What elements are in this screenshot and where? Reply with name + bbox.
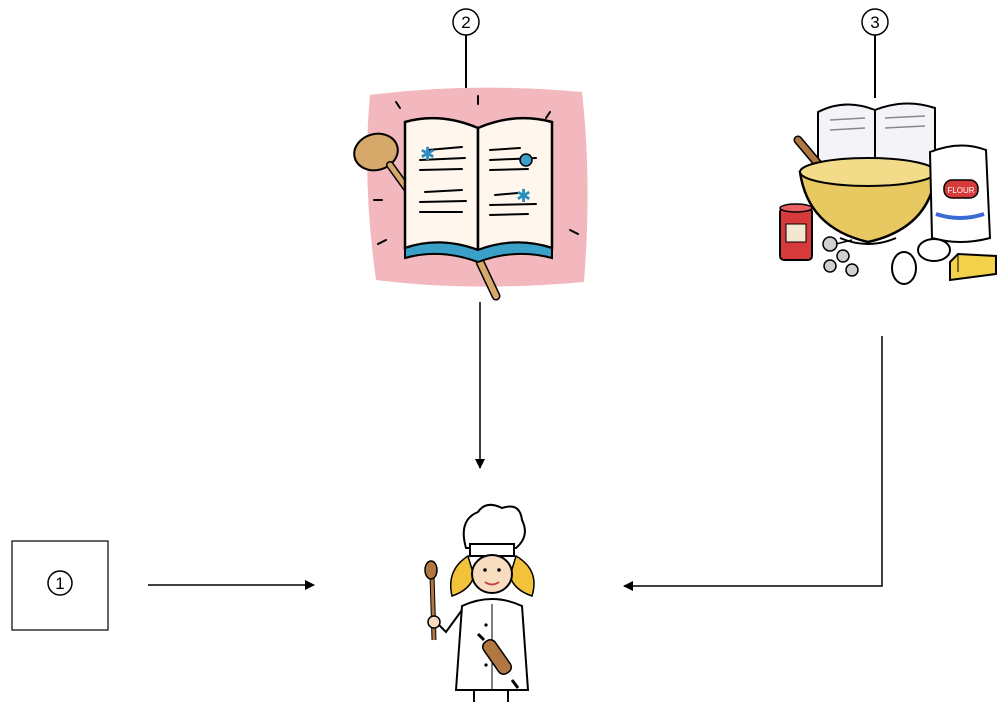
arrow-ingredients-to-chef: [623, 336, 883, 591]
marker-2: 2: [452, 8, 480, 92]
marker-3: 3: [861, 8, 889, 98]
baking-ingredients-illustration: FLOUR: [779, 102, 997, 285]
measuring-spoons-icon: [822, 236, 859, 277]
red-can-icon: [779, 203, 813, 261]
wooden-spoon-icon: [353, 132, 501, 301]
flour-bag-icon: FLOUR: [928, 144, 992, 243]
svg-text:✱: ✱: [516, 186, 531, 207]
rolling-pin-icon: [476, 632, 520, 689]
flour-label: FLOUR: [947, 186, 974, 195]
marker-2-label: 2: [461, 13, 470, 32]
marker-3-label: 3: [870, 13, 879, 32]
chef-illustration: [424, 503, 535, 702]
butter-icon: [949, 252, 997, 282]
recipe-book-illustration: ✱ ✱: [353, 87, 588, 301]
svg-text:✱: ✱: [420, 144, 435, 165]
marker-1-box: 1: [11, 540, 109, 631]
marker-1-label: 1: [55, 574, 64, 593]
